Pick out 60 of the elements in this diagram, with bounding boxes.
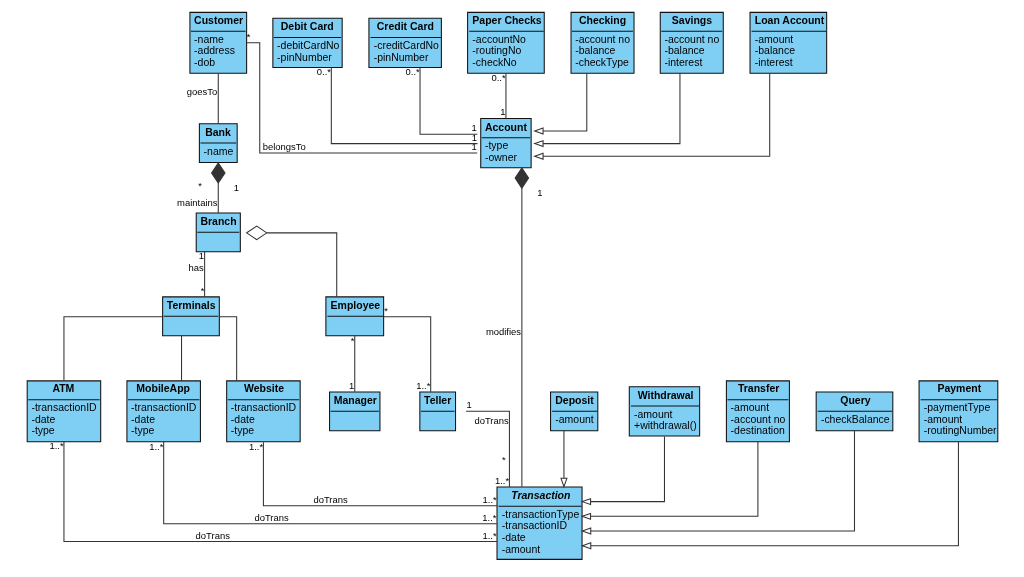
connector	[62, 441, 497, 543]
edge-label: doTrans	[473, 415, 509, 427]
arrow	[580, 441, 758, 520]
label: 0..*	[405, 66, 420, 78]
label: *	[246, 30, 251, 42]
label: 1	[198, 250, 204, 262]
label: *	[501, 454, 506, 466]
edge-label: belongsTo	[262, 141, 306, 153]
label: *	[383, 304, 388, 316]
connector	[62, 316, 163, 381]
connector	[218, 316, 237, 381]
arrow	[532, 73, 587, 135]
label: 1..*	[481, 529, 497, 541]
connector	[262, 441, 497, 507]
connector	[162, 441, 497, 525]
connector	[419, 67, 478, 135]
arrow	[580, 430, 855, 535]
connector	[353, 335, 355, 393]
label: *	[197, 180, 202, 192]
edge-label: doTrans	[312, 493, 348, 505]
label: 1	[499, 106, 505, 118]
label: 1	[536, 187, 543, 199]
arrow	[559, 430, 568, 489]
label: 1	[471, 131, 477, 143]
connector	[504, 72, 506, 119]
label: 0..*	[316, 66, 331, 78]
label: 1	[466, 399, 472, 411]
connector	[245, 225, 337, 298]
connector	[465, 410, 510, 488]
connector	[210, 161, 226, 214]
connector	[382, 316, 431, 393]
label: 1	[470, 141, 477, 153]
label: 1	[233, 182, 239, 194]
label: 1..*	[494, 474, 509, 486]
connector	[514, 167, 529, 488]
arrow	[532, 73, 770, 160]
label: 1	[471, 122, 477, 134]
label: 0..*	[491, 72, 506, 84]
connector	[217, 72, 219, 124]
label: 1	[348, 379, 354, 391]
connector	[330, 67, 478, 145]
arrow	[580, 435, 665, 506]
edge-label: maintains	[176, 196, 217, 208]
connector	[203, 251, 205, 298]
label: 1..*	[481, 511, 497, 523]
edge-label: modifies	[485, 325, 521, 337]
edge-label: goesTo	[186, 86, 217, 98]
edge-label: doTrans	[253, 511, 289, 523]
label: 1..*	[49, 440, 64, 452]
edge-label: doTrans	[195, 529, 230, 541]
label: *	[350, 334, 354, 346]
connector	[180, 335, 182, 382]
label: *	[200, 284, 204, 296]
arrow	[580, 441, 959, 550]
label: 1..*	[248, 440, 263, 452]
label: 1..*	[415, 379, 430, 391]
edge-label: has	[188, 262, 204, 274]
arrow	[532, 72, 680, 148]
label: 1..*	[482, 493, 497, 505]
label: 1..*	[148, 440, 163, 452]
